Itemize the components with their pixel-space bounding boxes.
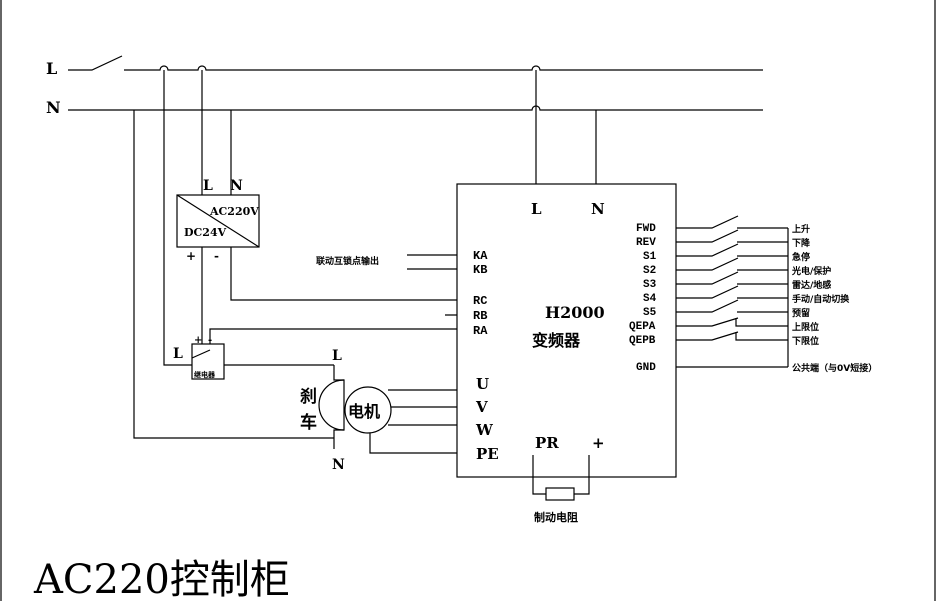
inverter-model: H2000 [545,303,605,322]
terminal-w: W [475,421,494,439]
function-label-4: 光电/保护 [791,265,831,277]
inverter-n-label: N [591,200,605,218]
terminal-s2: S2 [643,265,656,277]
terminal-s4: S4 [643,293,657,305]
psu-plus-label: + [186,249,196,263]
function-label-7: 预留 [792,307,810,319]
psu-dc-label: DC24V [184,226,227,239]
psu-ac-label: AC220V [209,205,259,218]
terminal-rev: REV [636,237,656,249]
brake-n-label: N [332,457,345,473]
inverter-box [456,183,677,478]
relay-l-label: L [173,346,183,362]
relay-box [191,343,225,380]
relay-label: 继电器 [194,370,216,379]
neutral-to-brake-wire [133,110,334,439]
function-label-6: 手动/自动切换 [792,293,850,305]
motor-uvw-wires [369,389,457,454]
terminal-rc: RC [473,294,487,308]
inverter-supply-wires [535,70,597,184]
terminal-s5: S5 [643,307,657,319]
terminal-s3: S3 [643,279,657,291]
brake-wire [333,365,345,449]
psu-minus-label: - [214,249,219,263]
terminal-qepa: QEPA [629,321,656,333]
function-label-8: 上限位 [792,321,819,333]
interlock-wires [407,254,457,316]
brake-l-label: L [332,348,342,364]
function-label-2: 下降 [792,237,811,249]
inverter-name: 变频器 [532,331,581,350]
terminal-ka: KA [473,249,488,263]
terminal-s1: S1 [643,251,657,263]
psu-minus-wire [230,247,457,301]
interlock-label: 联动互锁点输出 [316,255,379,267]
inverter-l-label: L [531,200,542,218]
neutral-line [68,105,763,111]
resistor-label: 制动电阻 [534,510,578,524]
brake-label-1: 刹 [300,387,317,407]
brake-resistor [545,487,575,501]
motor-circle [344,386,392,434]
power-supply-box [176,194,260,248]
terminal-qepb: QEPB [629,335,656,347]
relay-l-wire [163,70,192,366]
function-label-1: 上升 [792,223,810,235]
live-line [68,55,763,71]
terminal-rb: RB [473,309,487,323]
terminal-pe: PE [476,445,499,463]
gnd-label: 公共端（与0V短接） [792,362,877,374]
terminal-u: U [476,375,489,393]
brake-arc [318,379,345,431]
function-label-5: 雷达/地感 [792,279,831,291]
cabinet-title: AC220控制柜 [33,557,290,601]
terminal-pr: PR [535,434,559,452]
power-supply-diagonal [176,194,260,248]
relay-ra-wire [191,328,457,359]
function-label-9: 下限位 [792,335,819,347]
control-switch-wiring [676,215,789,368]
brake-label-2: 车 [300,412,317,433]
psu-l-label: L [203,178,213,194]
terminal-ra: RA [473,324,488,338]
relay-plus-label: + [194,335,202,346]
psu-n-label: N [230,178,243,194]
terminal-gnd: GND [636,362,656,374]
terminal-kb: KB [473,263,487,277]
terminal-plus: + [592,434,605,452]
motor-label: 电机 [348,402,380,421]
terminal-v: V [475,398,488,416]
resistor-wires [532,455,590,495]
function-label-3: 急停 [792,251,810,263]
line-n-label: N [46,98,61,117]
terminal-fwd: FWD [636,223,656,235]
line-l-label: L [46,59,57,78]
